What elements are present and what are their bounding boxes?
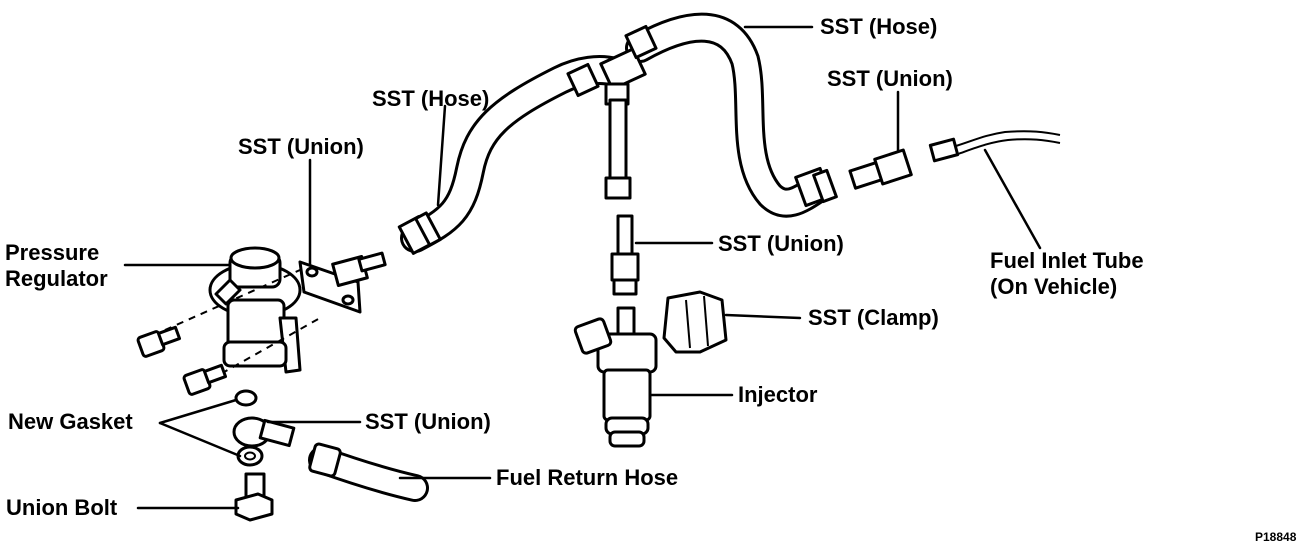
label-sst-clamp: SST (Clamp) xyxy=(808,305,939,330)
new-gasket-upper xyxy=(234,389,258,407)
label-sst-hose-left: SST (Hose) xyxy=(372,86,490,111)
union-bolt-part xyxy=(234,472,274,522)
mounting-bolt-lower xyxy=(182,363,228,396)
fuel-return-hose-part xyxy=(308,442,429,502)
pressure-regulator-part xyxy=(208,246,302,374)
leader-sst-clamp xyxy=(724,313,802,320)
t-junction xyxy=(566,24,658,106)
sst-union-bottom-part xyxy=(232,416,296,448)
label-sst-union-bottom: SST (Union) xyxy=(365,409,491,434)
fuel-inlet-tube xyxy=(928,130,1061,163)
label-injector: Injector xyxy=(738,382,818,407)
label-sst-union-injector: SST (Union) xyxy=(718,231,844,256)
hose-clamp-right xyxy=(794,166,838,208)
sst-hose-right xyxy=(625,12,830,218)
figure-id: P18848 xyxy=(1255,530,1297,544)
mounting-bolt-upper xyxy=(136,325,182,358)
sst-union-top-right xyxy=(848,148,913,190)
label-sst-union-left: SST (Union) xyxy=(238,134,364,159)
sst-hose-vertical xyxy=(604,98,632,200)
label-new-gasket: New Gasket xyxy=(8,409,133,434)
sst-clamp-part xyxy=(662,290,728,354)
leader-new-gasket-lower xyxy=(158,421,242,458)
label-fuel-inlet-tube-2: (On Vehicle) xyxy=(990,274,1118,299)
injector-part xyxy=(573,306,658,448)
leader-fuel-inlet-tube xyxy=(983,148,1042,250)
sst-union-injector xyxy=(610,214,640,296)
mounting-guide-upper xyxy=(164,269,301,331)
leader-sst-hose-left xyxy=(436,104,447,207)
mounting-guide-lower xyxy=(209,317,321,381)
label-fuel-return-hose: Fuel Return Hose xyxy=(496,465,679,490)
label-pressure-regulator-2: Regulator xyxy=(5,266,108,291)
sst-union-left-part xyxy=(298,251,387,314)
label-fuel-inlet-tube-1: Fuel Inlet Tube xyxy=(990,248,1144,273)
leader-new-gasket-upper xyxy=(158,398,238,425)
label-union-bolt: Union Bolt xyxy=(6,495,118,520)
label-sst-hose-top: SST (Hose) xyxy=(820,14,938,39)
new-gasket-lower xyxy=(236,445,264,467)
label-pressure-regulator-1: Pressure xyxy=(5,240,100,265)
label-sst-union-top-right: SST (Union) xyxy=(827,66,953,91)
hose-clamp-left xyxy=(397,211,442,255)
